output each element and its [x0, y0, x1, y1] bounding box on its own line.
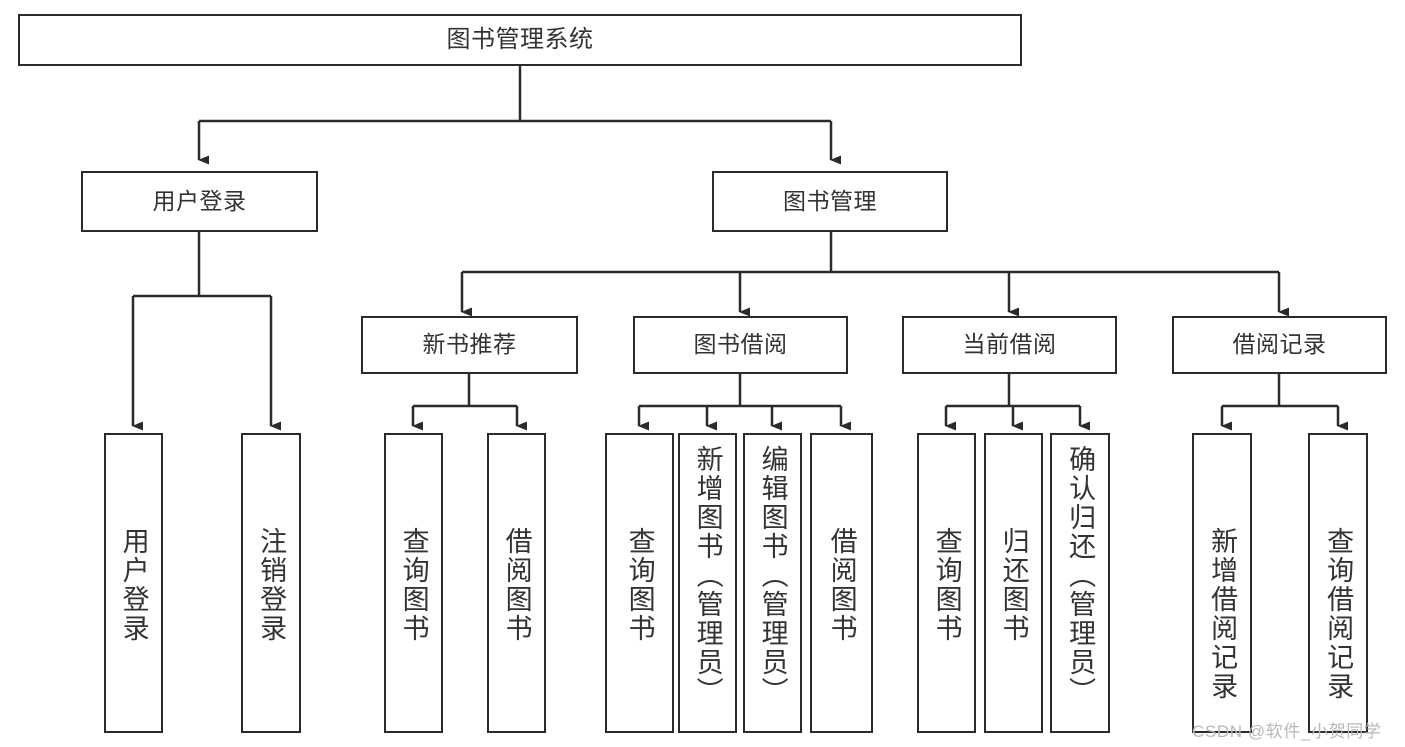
leaf-user-login-signout[interactable]: 注销登录: [241, 433, 301, 733]
node-label: 新增图书（管理员）: [692, 445, 723, 706]
leaf-borrow-edit-book-admin[interactable]: 编辑图书（管理员）: [743, 433, 802, 733]
node-borrow-record[interactable]: 借阅记录: [1172, 316, 1387, 374]
node-label: 归还图书: [998, 527, 1029, 643]
node-new-book-recommend[interactable]: 新书推荐: [361, 316, 578, 374]
node-label: 查询图书: [624, 527, 655, 643]
node-label: 新书推荐: [422, 331, 517, 358]
node-label: 查询图书: [931, 527, 962, 643]
node-label: 编辑图书（管理员）: [757, 445, 788, 706]
leaf-user-login-signin[interactable]: 用户登录: [104, 433, 163, 733]
node-label: 图书管理: [783, 187, 877, 214]
leaf-borrow-add-book-admin[interactable]: 新增图书（管理员）: [678, 433, 737, 733]
node-root-system[interactable]: 图书管理系统: [18, 14, 1022, 66]
node-book-management[interactable]: 图书管理: [712, 171, 948, 232]
node-label: 查询图书: [398, 527, 429, 643]
leaf-current-return-book[interactable]: 归还图书: [984, 433, 1043, 733]
leaf-record-add-record[interactable]: 新增借阅记录: [1192, 433, 1252, 733]
node-label: 用户登录: [152, 187, 247, 214]
node-user-login[interactable]: 用户登录: [81, 171, 318, 232]
leaf-recommend-query-book[interactable]: 查询图书: [384, 433, 443, 733]
node-current-borrow[interactable]: 当前借阅: [902, 316, 1117, 374]
node-label: 确认归还（管理员）: [1065, 445, 1096, 706]
leaf-current-confirm-return-admin[interactable]: 确认归还（管理员）: [1050, 433, 1110, 733]
leaf-record-query-record[interactable]: 查询借阅记录: [1308, 433, 1368, 733]
leaf-borrow-borrow-book[interactable]: 借阅图书: [810, 433, 873, 733]
leaf-recommend-borrow-book[interactable]: 借阅图书: [487, 433, 546, 733]
node-label: 借阅图书: [826, 527, 857, 643]
leaf-borrow-query-book[interactable]: 查询图书: [605, 433, 674, 733]
watermark-text: CSDN @软件_小贺同学: [1192, 722, 1382, 741]
node-label: 借阅记录: [1232, 331, 1327, 358]
node-book-borrow[interactable]: 图书借阅: [633, 316, 848, 374]
node-label: 借阅图书: [501, 527, 532, 643]
node-label: 新增借阅记录: [1207, 527, 1238, 701]
node-label: 图书管理系统: [446, 25, 594, 53]
node-label: 查询借阅记录: [1323, 527, 1354, 701]
leaf-current-query-book[interactable]: 查询图书: [917, 433, 976, 733]
node-label: 图书借阅: [693, 331, 788, 358]
node-label: 用户登录: [118, 527, 149, 643]
node-label: 注销登录: [256, 527, 287, 643]
node-label: 当前借阅: [962, 331, 1057, 358]
